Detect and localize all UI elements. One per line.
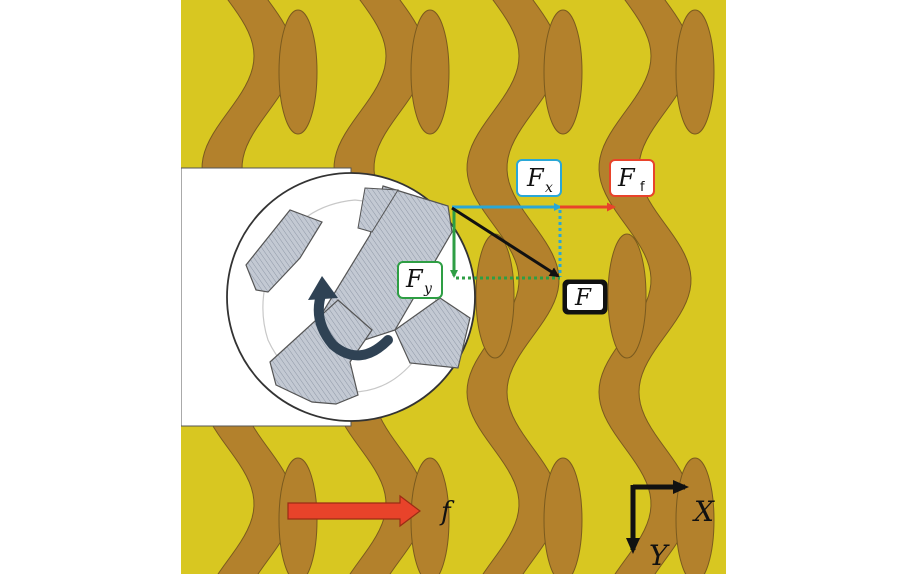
label-ff-main: F [617,164,636,192]
fiber-ellipse [543,9,583,135]
label-fy: F y [397,261,443,299]
resultant-force-arrow [451,206,560,278]
end-mill-cutter [226,172,476,422]
coordinate-axes: X Y [626,480,715,572]
fiber-ellipse [543,457,583,574]
label-fx-sub: x [545,180,553,196]
cutter-tooth-4 [394,297,471,369]
rotation-arrow [313,287,393,361]
label-resultant-main: F [574,285,592,311]
fiber-ellipse [607,233,647,359]
label-ff: F f [609,159,655,197]
fiber-pattern [201,0,715,574]
fiber-ellipse [278,9,318,135]
cutter-tooth-2 [245,209,323,293]
cutter-tooth-1 [317,185,453,349]
arrow-right-icon [287,494,421,528]
axis-x-label: X [692,495,715,528]
cutter-tooth-3 [269,299,373,405]
fiber-band [466,0,560,574]
label-fy-main: F [405,265,424,293]
label-resultant: F [562,279,608,315]
fiber-ellipse [410,457,450,574]
label-fx: F x [516,159,562,197]
label-ff-sub: f [640,180,645,195]
fiber-ellipse [475,233,515,359]
fiber-ellipse [675,9,715,135]
force-vectors [450,202,616,280]
cutter-tooth-tip-1 [357,187,399,233]
fiber-ellipse [410,9,450,135]
label-fy-sub: y [423,281,433,297]
label-fx-main: F [526,164,545,192]
curved-arrow-icon [308,276,338,300]
axis-y-label: Y [649,539,670,572]
